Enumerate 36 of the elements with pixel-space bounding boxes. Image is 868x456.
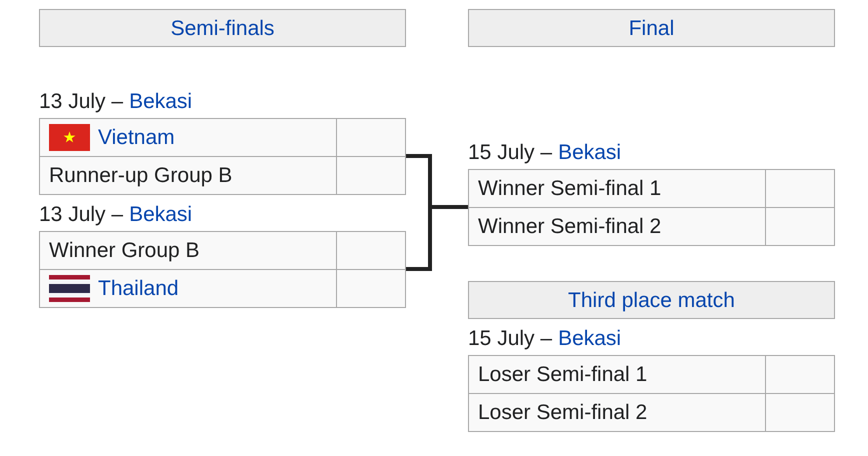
team-name: Loser Semi-final 1 bbox=[478, 364, 648, 385]
venue-link: Bekasi bbox=[129, 204, 192, 225]
score-slot bbox=[765, 207, 835, 246]
team-link: Thailand bbox=[98, 278, 179, 299]
score-slot bbox=[336, 156, 406, 195]
venue-link: Bekasi bbox=[129, 91, 192, 112]
venue-link: Bekasi bbox=[558, 142, 622, 163]
team-name: Runner-up Group B bbox=[49, 165, 232, 186]
venue-link: Bekasi bbox=[558, 328, 622, 349]
match-date: 13 July – bbox=[39, 91, 124, 112]
score-slot bbox=[765, 355, 835, 394]
team-name: Winner Semi-final 2 bbox=[478, 216, 662, 237]
score-slot bbox=[765, 169, 835, 208]
team-slot bbox=[468, 355, 766, 394]
team-slot bbox=[468, 393, 766, 432]
score-slot bbox=[336, 231, 406, 270]
team-name: Winner Group B bbox=[49, 240, 200, 261]
team-name: Winner Semi-final 1 bbox=[478, 178, 662, 199]
section-header: Final bbox=[468, 9, 835, 47]
team-slot bbox=[39, 156, 337, 195]
match-date: 13 July – bbox=[39, 204, 124, 225]
team-name: Loser Semi-final 2 bbox=[478, 402, 648, 423]
score-slot bbox=[336, 269, 406, 308]
team-slot bbox=[39, 118, 337, 157]
score-slot bbox=[336, 118, 406, 157]
score-slot bbox=[765, 393, 835, 432]
team-slot bbox=[39, 269, 337, 308]
team-slot bbox=[39, 231, 337, 270]
bracket-line bbox=[406, 205, 468, 271]
team-slot bbox=[468, 169, 766, 208]
team-slot bbox=[468, 207, 766, 246]
section-header: Semi-finals bbox=[39, 9, 406, 47]
team-link: Vietnam bbox=[98, 127, 175, 148]
match-date: 15 July – bbox=[468, 328, 552, 349]
section-header: Third place match bbox=[468, 281, 835, 319]
match-date: 15 July – bbox=[468, 142, 552, 163]
